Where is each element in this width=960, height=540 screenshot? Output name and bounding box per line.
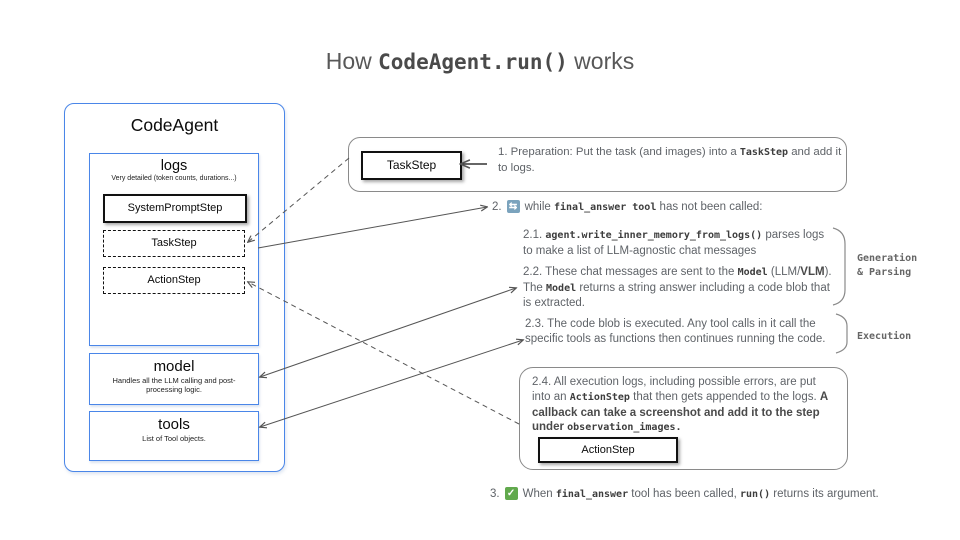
step21-paragraph: 2.1. agent.write_inner_memory_from_logs(… [523,228,835,258]
step1-text: 1. Preparation: Put the task (and images… [498,145,843,175]
action-step-chip: ActionStep [103,267,245,294]
step22-vlm: VLM [800,266,825,279]
step22-t4: returns a string answer including a code… [523,281,830,310]
step24-box: 2.4. All execution logs, including possi… [519,367,848,470]
logs-title: logs [160,158,188,174]
title-pre: How [325,48,379,74]
step3-t2: tool has been called, [628,487,740,500]
step1-text-code: TaskStep [739,147,789,158]
generation-parsing-label: Generation & Parsing [857,252,917,279]
step22-t2: (LLM/ [767,266,801,279]
step21-22-block: 2.1. agent.write_inner_memory_from_logs(… [523,228,835,318]
step1-taskstep-chip: TaskStep [361,151,462,180]
step3-t1: When [522,487,556,500]
step2-line: 2. ⇆ while final_answer tool has not bee… [492,200,763,213]
step23-paragraph: 2.3. The code blob is executed. Any tool… [525,317,843,346]
step22-t3: ). The [523,266,832,294]
step22-paragraph: 2.2. These chat messages are sent to the… [523,265,835,311]
logs-box: logs Very detailed (token counts, durati… [89,153,259,346]
step24-actionstep-code: ActionStep [569,391,630,403]
step24-obs-code: observation_images. [567,422,682,434]
generation-label-line1: Generation [857,253,918,264]
step22-model-code: Model [737,267,768,279]
title-post: works [567,48,635,74]
tools-subtitle: List of Tool objects. [142,434,206,443]
step2-text: while final_answer tool has not been cal… [525,201,763,213]
step21-code: agent.write_inner_memory_from_logs() [545,230,763,241]
step24-t1: 2.4. All execution logs, including possi… [532,376,816,403]
generation-label-line2: & Parsing [857,266,912,278]
tools-title: tools [158,416,190,433]
step24-text: 2.4. All execution logs, including possi… [532,375,837,436]
step3-t3: returns its argument. [770,487,879,500]
systemprompt-step-chip: SystemPromptStep [103,194,247,223]
loop-icon: ⇆ [506,200,520,213]
step3-run-code: run() [739,488,771,500]
model-subtitle: Handles all the LLM calling and post-pro… [112,376,236,394]
step24-t2: that then gets appended to the logs. [629,390,820,403]
step1-text-pre: 1. Preparation: Put the task (and images… [498,146,740,158]
step2-text-post: has not been called: [656,200,763,213]
task-step-chip: TaskStep [103,230,245,257]
step3-line: 3. ✓ When final_answer tool has been cal… [490,487,879,500]
logs-subtitle: Very detailed (token counts, durations..… [111,175,237,182]
step23-text: 2.3. The code blob is executed. Any tool… [525,318,826,345]
model-title: model [153,358,195,375]
step2-number: 2. [492,200,502,213]
step21-num: 2.1. [523,229,546,241]
step22-model-code2: Model [546,282,577,294]
step1-box: TaskStep 1. Preparation: Put the task (a… [348,137,847,192]
step3-text: When final_answer tool has been called, … [523,488,879,500]
step21-rest: parses logs to make a list of LLM-agnost… [523,229,825,257]
step2-text-pre: while [524,200,554,213]
step24-callback-bold: A callback can take a screenshot and add… [532,390,828,434]
step3-number: 3. [490,487,500,500]
step1-text-post: and add it to logs. [498,146,842,174]
model-box: model Handles all the LLM calling and po… [89,353,259,405]
tools-box: tools List of Tool objects. [89,411,259,461]
step23-block: 2.3. The code blob is executed. Any tool… [525,317,843,353]
execution-label: Execution [857,331,912,342]
codeagent-panel-title: CodeAgent [130,115,219,135]
step22-t1: 2.2. These chat messages are sent to the [523,266,738,279]
step2-text-code: final_answer tool [554,201,657,213]
step3-final-answer-code: final_answer [555,488,629,500]
step24-actionstep-chip: ActionStep [538,437,678,463]
title-code: CodeAgent.run() [378,50,568,74]
codeagent-panel: CodeAgent logs Very detailed (token coun… [64,103,285,472]
check-icon: ✓ [504,487,518,500]
page-title: How CodeAgent.run() works [0,48,960,75]
